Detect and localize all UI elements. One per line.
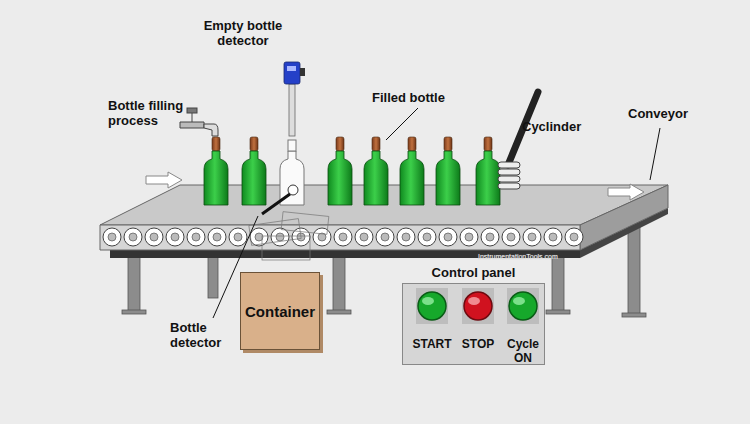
filled-bottles: [204, 137, 500, 205]
part-label: Bottle detector: [170, 320, 240, 350]
filling-valve: [180, 108, 218, 136]
container-box: Container: [240, 272, 320, 350]
part-label: Cyclinder: [522, 119, 581, 134]
button-label: Cycle ON: [505, 337, 541, 365]
rollers: [103, 228, 583, 246]
control-panel-buttons: [402, 283, 545, 365]
part-label: Conveyor: [628, 106, 688, 121]
rejected-bottle-outline: [249, 212, 329, 260]
empty-bottle-detector: [284, 62, 305, 136]
direction-arrow: [608, 184, 644, 200]
button-label: STOP: [462, 337, 494, 351]
cylinder: [498, 92, 538, 189]
button-label: START: [412, 337, 451, 351]
part-label: Filled bottle: [372, 90, 445, 105]
node-label: Container: [245, 303, 315, 320]
part-label: Empty bottle detector: [193, 18, 293, 48]
panel-heading: Control panel: [403, 265, 544, 280]
part-label: Bottle filling process: [108, 98, 198, 128]
direction-arrow: [146, 172, 182, 188]
watermark: InstrumentationTools.com: [478, 253, 558, 261]
